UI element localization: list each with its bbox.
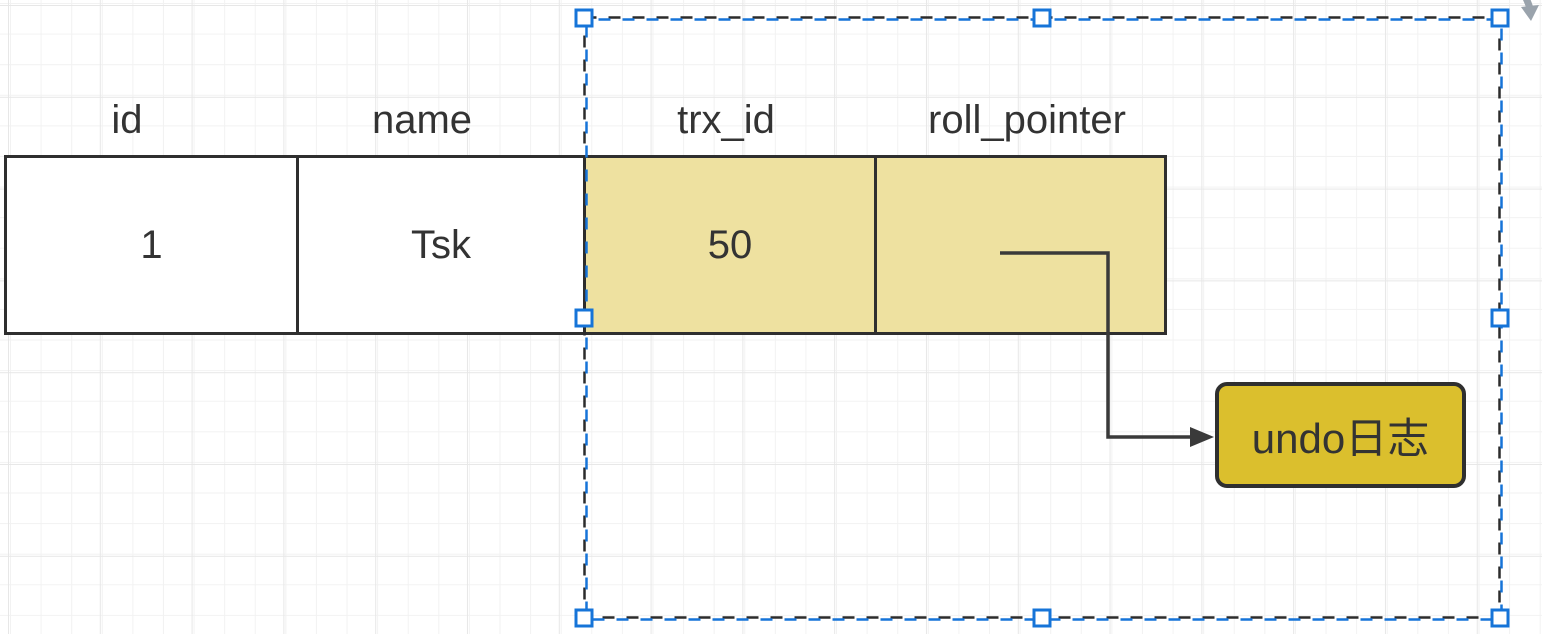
cell-trx-id[interactable]: 50 <box>586 158 877 332</box>
cell-roll-pointer[interactable] <box>877 158 1164 332</box>
resize-handle-bottom-left[interactable] <box>574 608 594 628</box>
resize-handle-bottom-middle[interactable] <box>1032 608 1052 628</box>
cell-id[interactable]: 1 <box>7 158 299 332</box>
resize-handle-middle-right[interactable] <box>1490 308 1510 328</box>
column-header-trx-id: trx_id <box>677 98 775 142</box>
resize-handle-top-left[interactable] <box>574 8 594 28</box>
gray-down-arrow-icon <box>1521 0 1539 21</box>
cell-name[interactable]: Tsk <box>299 158 586 332</box>
record-row: 1 Tsk 50 <box>4 155 1167 335</box>
resize-handle-top-middle[interactable] <box>1032 8 1052 28</box>
column-header-id: id <box>111 98 143 142</box>
column-header-roll-pointer: roll_pointer <box>928 98 1126 142</box>
connector-arrowhead-icon <box>1190 427 1214 447</box>
column-header-name: name <box>371 98 473 142</box>
undo-log-node[interactable]: undo日志 <box>1215 382 1466 488</box>
resize-handle-top-right[interactable] <box>1490 8 1510 28</box>
resize-handle-bottom-right[interactable] <box>1490 608 1510 628</box>
